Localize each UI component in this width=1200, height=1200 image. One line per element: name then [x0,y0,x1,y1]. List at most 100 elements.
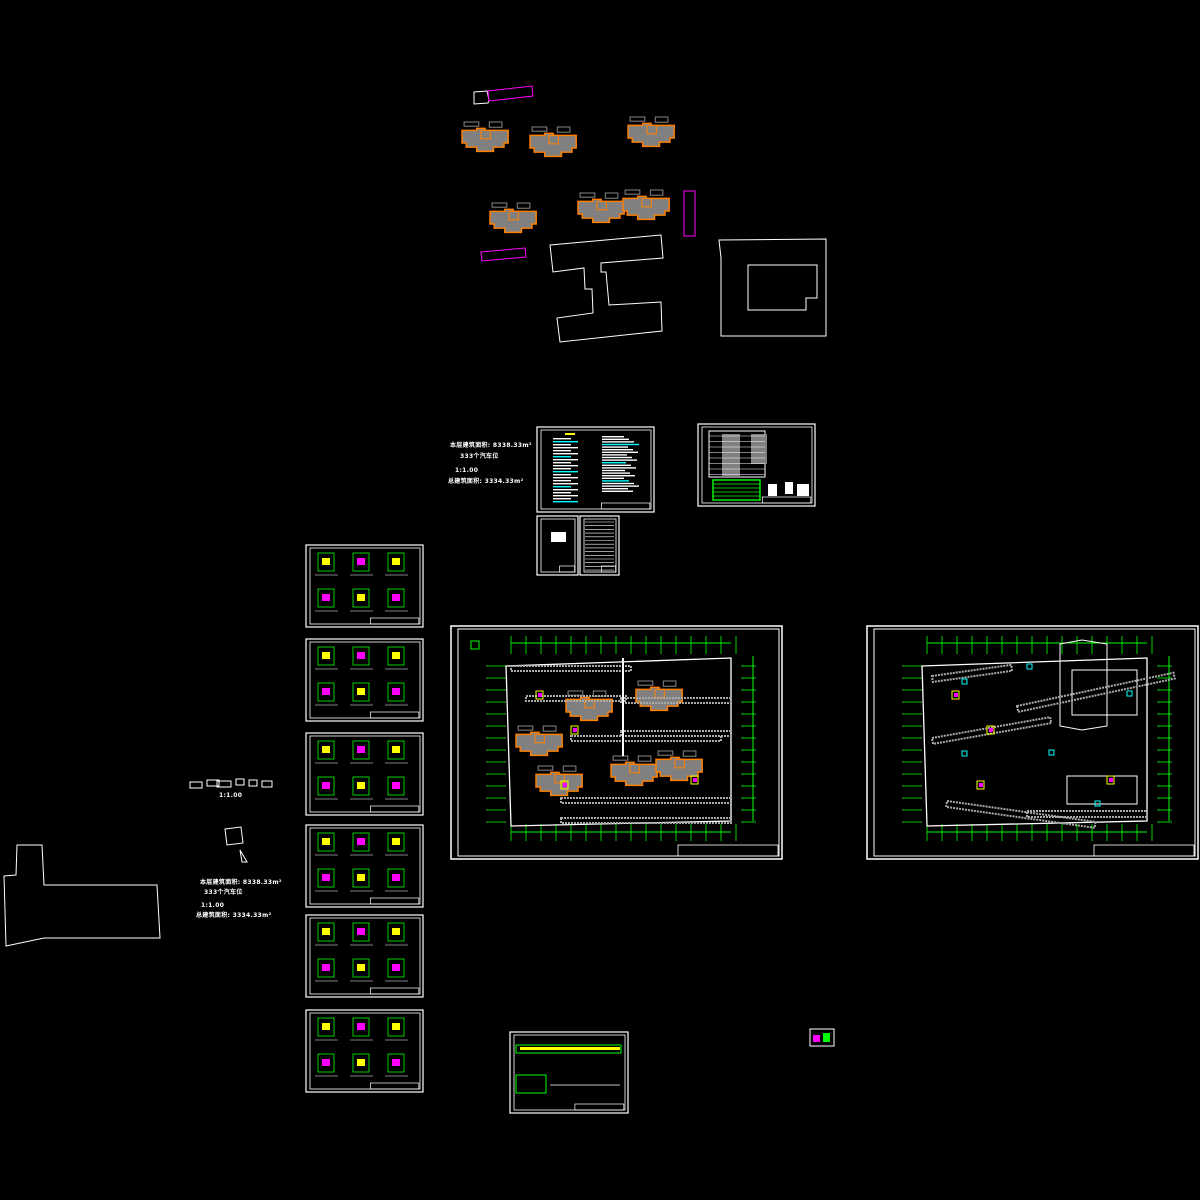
detail-drawing [317,552,335,572]
stair-core-fill [563,783,567,787]
detail-drawing [352,1053,370,1073]
roof-outline [1059,639,1108,731]
detail-drawing [317,958,335,978]
scale-note: 1:1.00 [219,792,243,799]
stair-core [976,780,985,790]
detail-fill [322,1023,330,1030]
site-outline-fragment [206,779,220,787]
title-block [370,987,420,995]
stair-core [560,780,569,790]
ramp-parking-row [945,799,1097,829]
detail-drawing [387,868,405,888]
parking-stall-row [560,797,732,804]
note-text-line [553,474,571,476]
residential-building-block [515,725,563,757]
note-text-line [553,462,571,464]
note-text-line [553,444,571,446]
plan-title-block [677,844,779,857]
note-text-line [602,462,626,464]
section-detail [515,1074,547,1094]
note-text-line [553,480,571,482]
residential-building-block [529,126,577,158]
sheet-inner-border [540,429,652,510]
detail-fill [357,964,365,971]
cover-text [551,532,566,542]
note-text-line [602,467,636,469]
north-arrow-icon [470,640,480,650]
sheet-inner-border [309,547,421,625]
site-outline-building [549,234,664,343]
residential-building-block [635,680,683,712]
stair-core-fill [979,783,983,787]
total-area-note: 总建筑面积: 3334.33m² [448,478,524,485]
site-outline-fragment [248,779,258,787]
note-text-line [602,456,632,459]
detail-drawing [317,588,335,608]
parking-count-note: 333个汽车位 [460,453,499,460]
detail-fill [357,838,365,845]
detail-fill [392,838,400,845]
detail-fill [392,964,400,971]
equipment-marker [961,750,968,757]
detail-fill [322,838,330,845]
sheet-inner-border [513,1034,626,1111]
detail-drawing [352,1017,370,1037]
site-outline-fragment [216,780,232,788]
title-block [370,897,420,905]
detail-fill [322,688,330,695]
sheet-inner-border [540,518,576,573]
note-text-line [602,438,629,440]
index-sheet [579,515,620,576]
detail-fill [357,782,365,789]
stair-core-fill [1109,778,1113,782]
detail-fill [357,652,365,659]
stair-core-fill [538,693,542,697]
sheet-inner-border [701,426,813,504]
note-text-line [602,449,633,451]
note-text-line [602,443,639,446]
stair-core [1106,775,1115,785]
detail-drawing [317,922,335,942]
note-text-line [553,477,578,479]
sheet-border [305,732,424,816]
title-block [370,711,420,719]
parking-stall-row [620,697,732,704]
equipment-marker [1048,749,1055,756]
floor-area-note: 本层建筑面积: 8338.33m² [450,442,532,449]
site-outline-building [3,844,161,947]
detail-drawing [352,740,370,760]
detail-fill [392,746,400,753]
detail-fill [322,782,330,789]
detail-fill [392,1059,400,1066]
note-text-line [553,483,578,485]
detail-sheet [305,824,424,908]
table-shading [751,434,767,464]
note-text-line [602,490,633,492]
sheet-border [305,914,424,998]
ramp-parking-row [930,663,1014,684]
detail-fill [357,558,365,565]
note-text-line [553,459,578,461]
detail-drawing [387,1053,405,1073]
plan-sheet-border [450,625,783,860]
note-text-line [553,468,571,470]
stair-core-fill [954,693,958,697]
sheet-border [305,824,424,908]
sheet-border [305,638,424,722]
detail-drawing [387,740,405,760]
detail-fill [357,1023,365,1030]
section-drawing [515,1044,622,1054]
note-text-line [553,456,571,458]
residential-building-block [461,121,509,153]
basement-floor-plan [866,625,1199,860]
tiny-block-fill [823,1033,830,1042]
note-text-line [602,475,635,477]
detail-fill [322,964,330,971]
detail-fill [357,874,365,881]
detail-drawing [387,776,405,796]
sheet-inner-border [309,917,421,995]
stair-core-fill [573,728,577,732]
note-text-line [553,471,578,473]
